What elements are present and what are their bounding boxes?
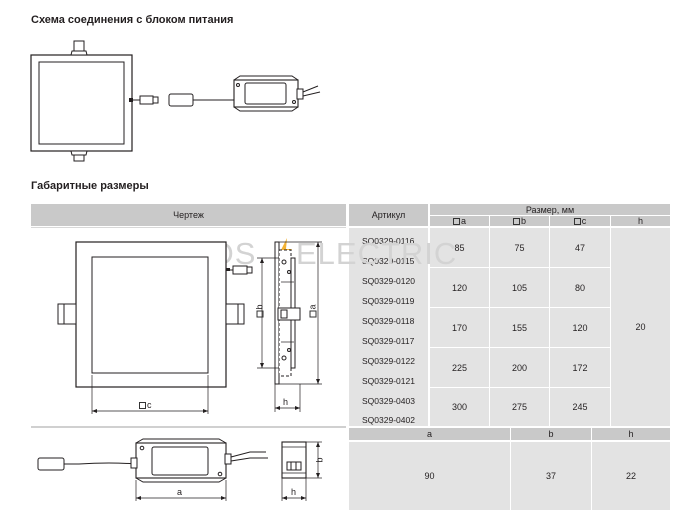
cell-a-row3: 170 (430, 308, 489, 347)
header-col-c: c (550, 216, 610, 226)
cell-b-row3: 155 (490, 308, 549, 347)
article-column (349, 228, 428, 426)
driver-header-a: a (349, 428, 510, 440)
article-code: SQ0329-0403 (362, 396, 415, 406)
header-size: Размер, мм (430, 204, 670, 215)
driver-header-h: h (592, 428, 670, 440)
cell-a-row4: 225 (430, 348, 489, 387)
section-title-connection: Схема соединения с блоком питания (31, 14, 234, 26)
article-code: SQ0329-0402 (362, 415, 415, 425)
driver-cell-h: 22 (592, 442, 670, 510)
article-code: SQ0329-0120 (362, 276, 415, 286)
cell-a-row1: 85 (430, 228, 489, 267)
dimension-label-h: h (283, 397, 289, 407)
cell-a-row5: 300 (430, 388, 489, 426)
cell-b-row5: 275 (490, 388, 549, 426)
cell-b-row4: 200 (490, 348, 549, 387)
dimension-label-c: c (139, 400, 152, 410)
connection-diagram (30, 40, 321, 162)
driver-dimension-label-b: b (314, 457, 325, 463)
watermark-right: ELECTRIC (296, 236, 458, 271)
driver-cell-b: 37 (511, 442, 591, 510)
cell-a-row2: 120 (430, 268, 489, 307)
header-col-b: b (490, 216, 549, 226)
square-outline-icon (573, 217, 581, 225)
square-outline-icon (512, 217, 520, 225)
square-outline-icon (139, 402, 146, 409)
cell-c-row1: 47 (550, 228, 610, 267)
article-code: SQ0329-0119 (362, 296, 415, 306)
header-col-a: a (430, 216, 489, 226)
header-article: Артикул (349, 204, 428, 226)
drawing-area-rule (31, 227, 346, 228)
cell-b-row2: 105 (490, 268, 549, 307)
square-outline-icon (452, 217, 460, 225)
article-code: SQ0329-0117 (362, 336, 415, 346)
cell-c-row2: 80 (550, 268, 610, 307)
section-title-dimensions: Габаритные размеры (31, 180, 149, 192)
cell-c-row5: 245 (550, 388, 610, 426)
cell-h-merged: 20 (611, 228, 670, 426)
cell-c-row4: 172 (550, 348, 610, 387)
article-code: SQ0329-0115 (362, 256, 415, 266)
cell-b-row1: 75 (490, 228, 549, 267)
driver-dimension-label-h: h (291, 487, 297, 497)
driver-cell-a: 90 (349, 442, 510, 510)
cell-c-row3: 120 (550, 308, 610, 347)
driver-dimension-label-a: a (177, 487, 183, 497)
header-col-h: h (611, 216, 670, 226)
article-code: SQ0329-0121 (362, 376, 415, 386)
driver-header-b: b (511, 428, 591, 440)
article-code: SQ0329-0122 (362, 356, 415, 366)
article-code: SQ0329-0116 (362, 236, 415, 246)
article-code: SQ0329-0118 (362, 316, 415, 326)
driver-drawing-rule (31, 426, 346, 428)
header-drawing: Чертеж (31, 204, 346, 226)
